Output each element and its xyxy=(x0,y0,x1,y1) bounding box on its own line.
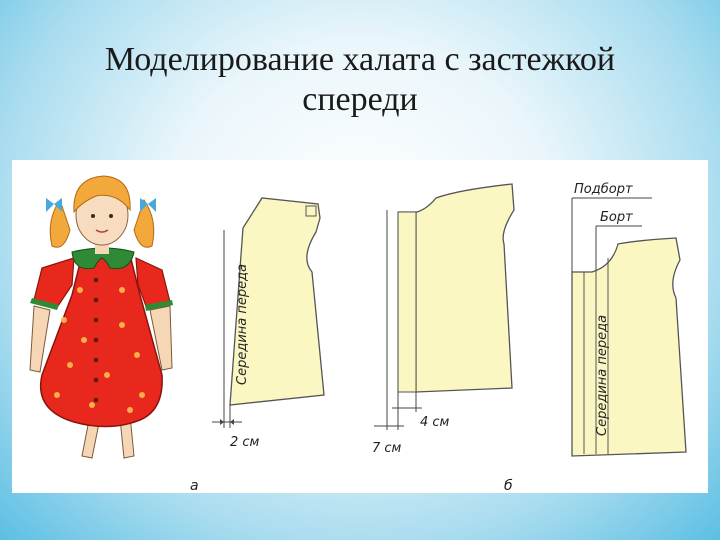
pattern-a-center-front-label: Середина переда xyxy=(235,264,250,385)
figure-panel: Середина переда 2 см а 4 см 7 см xyxy=(12,160,708,493)
girl-cuff-right xyxy=(145,300,173,311)
pattern-a: Середина переда 2 см а xyxy=(190,197,325,493)
pattern-b-middle-extension xyxy=(397,211,417,393)
slide-title: Моделирование халата с застежкой спереди xyxy=(40,40,680,120)
dress-buttons xyxy=(93,277,99,403)
pattern-a-corner-mark xyxy=(305,205,317,217)
pattern-b-right-shape xyxy=(571,237,687,457)
dimension-arrows-icon xyxy=(220,419,234,425)
girl-arm-left xyxy=(29,305,51,373)
girl-arm-right xyxy=(149,305,173,371)
pattern-b-measure-inner-label: 4 см xyxy=(420,415,450,430)
pattern-a-shape xyxy=(229,197,325,406)
girl-pigtail-left xyxy=(49,198,71,248)
girl-pigtail-right xyxy=(133,198,155,248)
slide-title-line-2: спереди xyxy=(302,81,418,118)
pattern-b-facing-label: Подборт xyxy=(574,182,633,197)
pattern-b-right: Подборт Борт Середина переда б xyxy=(504,182,687,493)
girl-illustration xyxy=(29,175,173,459)
girl-hair xyxy=(73,175,131,214)
girl-dress xyxy=(40,254,163,428)
bow-right-icon xyxy=(140,198,156,212)
girl-collar xyxy=(71,247,135,270)
pattern-b-middle-shape xyxy=(397,183,515,393)
girl-sleeve-left xyxy=(33,257,75,307)
dress-print xyxy=(54,287,145,413)
panel-letter-a: а xyxy=(190,478,199,493)
girl-eye-left xyxy=(91,214,95,218)
girl-cuff-left xyxy=(30,298,59,310)
pattern-b-middle: 4 см 7 см xyxy=(372,183,515,456)
pattern-a-measure-label: 2 см xyxy=(230,435,260,450)
pattern-b-placket-label: Борт xyxy=(600,210,633,225)
girl-mouth xyxy=(95,229,109,233)
slide-title-line-1: Моделирование халата с застежкой xyxy=(104,41,616,78)
pattern-b-measure-outer-label: 7 см xyxy=(372,441,402,456)
pattern-b-center-front-label: Середина переда xyxy=(595,315,610,436)
bow-left-icon xyxy=(46,198,62,212)
panel-letter-b: б xyxy=(504,478,513,493)
pattern-figure: Середина переда 2 см а 4 см 7 см xyxy=(29,175,687,493)
girl-eye-right xyxy=(109,214,113,218)
